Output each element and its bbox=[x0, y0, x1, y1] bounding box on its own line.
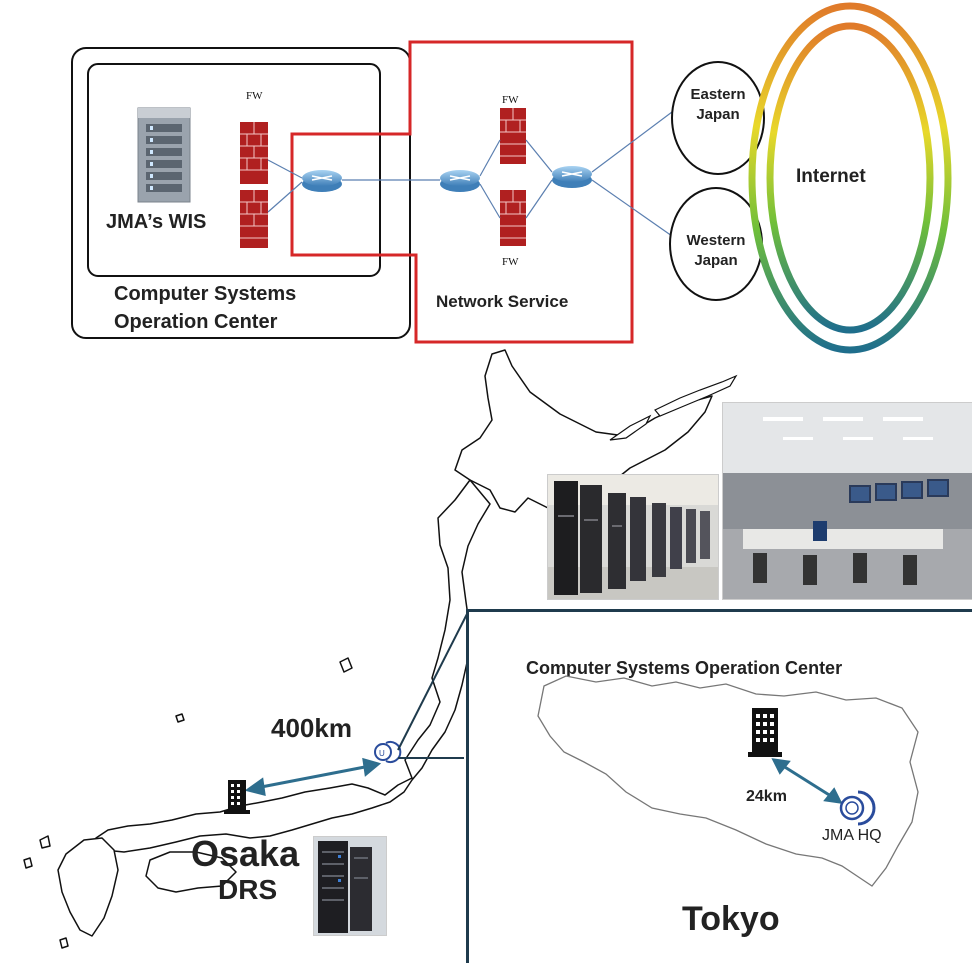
kyushu-outline bbox=[57, 837, 119, 937]
distance-arrow-24km bbox=[771, 758, 843, 804]
eastern-label-line2: Japan bbox=[696, 106, 740, 123]
internet-label: Internet bbox=[796, 166, 866, 187]
fw-label-left: FW bbox=[246, 90, 263, 102]
csoc-outer-box bbox=[71, 47, 411, 339]
tokyo-label: Tokyo bbox=[682, 900, 780, 938]
tokyo-outline bbox=[537, 675, 919, 887]
router-icon-1 bbox=[302, 170, 342, 192]
japan-map: U bbox=[23, 349, 738, 949]
internet-ring-inner bbox=[766, 22, 934, 334]
fw-label-center-bottom: FW bbox=[502, 256, 519, 268]
inset-title: Computer Systems Operation Center bbox=[526, 658, 843, 678]
csoc-label-line1: Computer Systems bbox=[114, 283, 297, 305]
firewall-icon-left-top bbox=[240, 122, 268, 184]
server-photo bbox=[547, 474, 719, 600]
western-label-line1: Western bbox=[686, 232, 746, 249]
internet-ring-outer bbox=[748, 2, 952, 354]
distance-label-400km: 400km bbox=[271, 713, 352, 743]
csoc-label-line2: Operation Center bbox=[114, 311, 278, 333]
jma-logo-icon-map: U bbox=[374, 741, 402, 763]
eastern-japan-node bbox=[671, 61, 765, 175]
router-icon-3 bbox=[552, 166, 592, 188]
honshu-outline bbox=[95, 479, 491, 853]
drs-server-photo bbox=[313, 836, 387, 936]
wis-label: JMA’s WIS bbox=[106, 211, 207, 233]
svg-text:U: U bbox=[379, 749, 385, 758]
server-rack-icon bbox=[137, 107, 191, 203]
distance-arrow-400km bbox=[244, 757, 382, 796]
firewall-icon-left-bottom bbox=[240, 190, 268, 248]
fw-label-center-top: FW bbox=[502, 94, 519, 106]
distance-label-24km: 24km bbox=[746, 788, 787, 805]
router-icon-2 bbox=[440, 170, 480, 192]
tokyo-map bbox=[537, 675, 919, 887]
operation-room-photo bbox=[722, 402, 972, 600]
firewall-icon-center-bottom bbox=[500, 190, 526, 246]
network-links bbox=[267, 111, 673, 237]
osaka-label: Osaka bbox=[191, 833, 300, 874]
inset-connectors bbox=[397, 611, 469, 759]
firewall-icon-center-top bbox=[500, 108, 526, 164]
western-label-line2: Japan bbox=[694, 252, 738, 269]
shikoku-outline bbox=[145, 851, 237, 893]
jma-hq-label: JMA HQ bbox=[822, 827, 882, 844]
jma-logo-icon-hq bbox=[839, 790, 876, 826]
eastern-label-line1: Eastern bbox=[690, 86, 746, 103]
network-service-label: Network Service bbox=[436, 292, 569, 311]
drs-label: DRS bbox=[218, 874, 278, 905]
wis-inner-box bbox=[87, 63, 381, 277]
network-diagram bbox=[71, 2, 952, 354]
